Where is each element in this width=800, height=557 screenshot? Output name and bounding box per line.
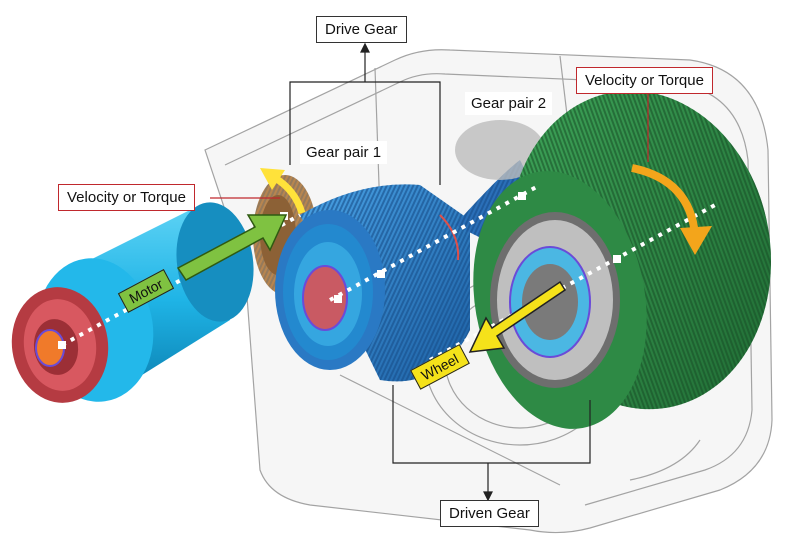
wheel-arrow-icon	[468, 280, 567, 353]
rotation-arrow-right-icon	[631, 164, 699, 236]
rotation-arrowhead-right-icon	[680, 226, 712, 255]
drive-gear-label: Drive Gear	[316, 16, 407, 43]
motor-arrow-icon	[176, 214, 288, 281]
rotation-arrowhead-left-icon	[260, 168, 285, 190]
driven-gear-label: Driven Gear	[440, 500, 539, 527]
gear-pair-1-label: Gear pair 1	[300, 141, 388, 164]
driven-gear	[455, 90, 772, 429]
shaft-axes	[61, 183, 716, 362]
velocity-torque-left-label: Velocity or Torque	[58, 184, 195, 211]
leader-lines	[210, 42, 649, 502]
gear-pair-2-label: Gear pair 2	[465, 92, 553, 115]
velocity-torque-right-label: Velocity or Torque	[576, 67, 713, 94]
